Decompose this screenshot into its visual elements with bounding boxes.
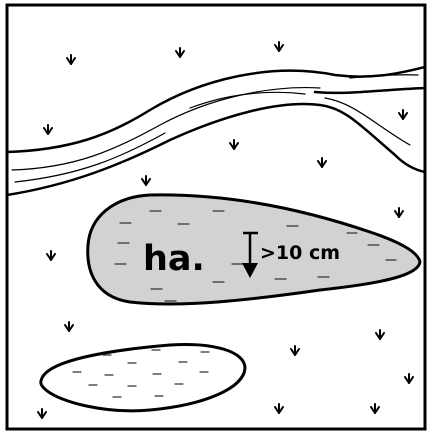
area-label: ha. [143,239,205,279]
depth-label: >10 cm [260,242,340,264]
